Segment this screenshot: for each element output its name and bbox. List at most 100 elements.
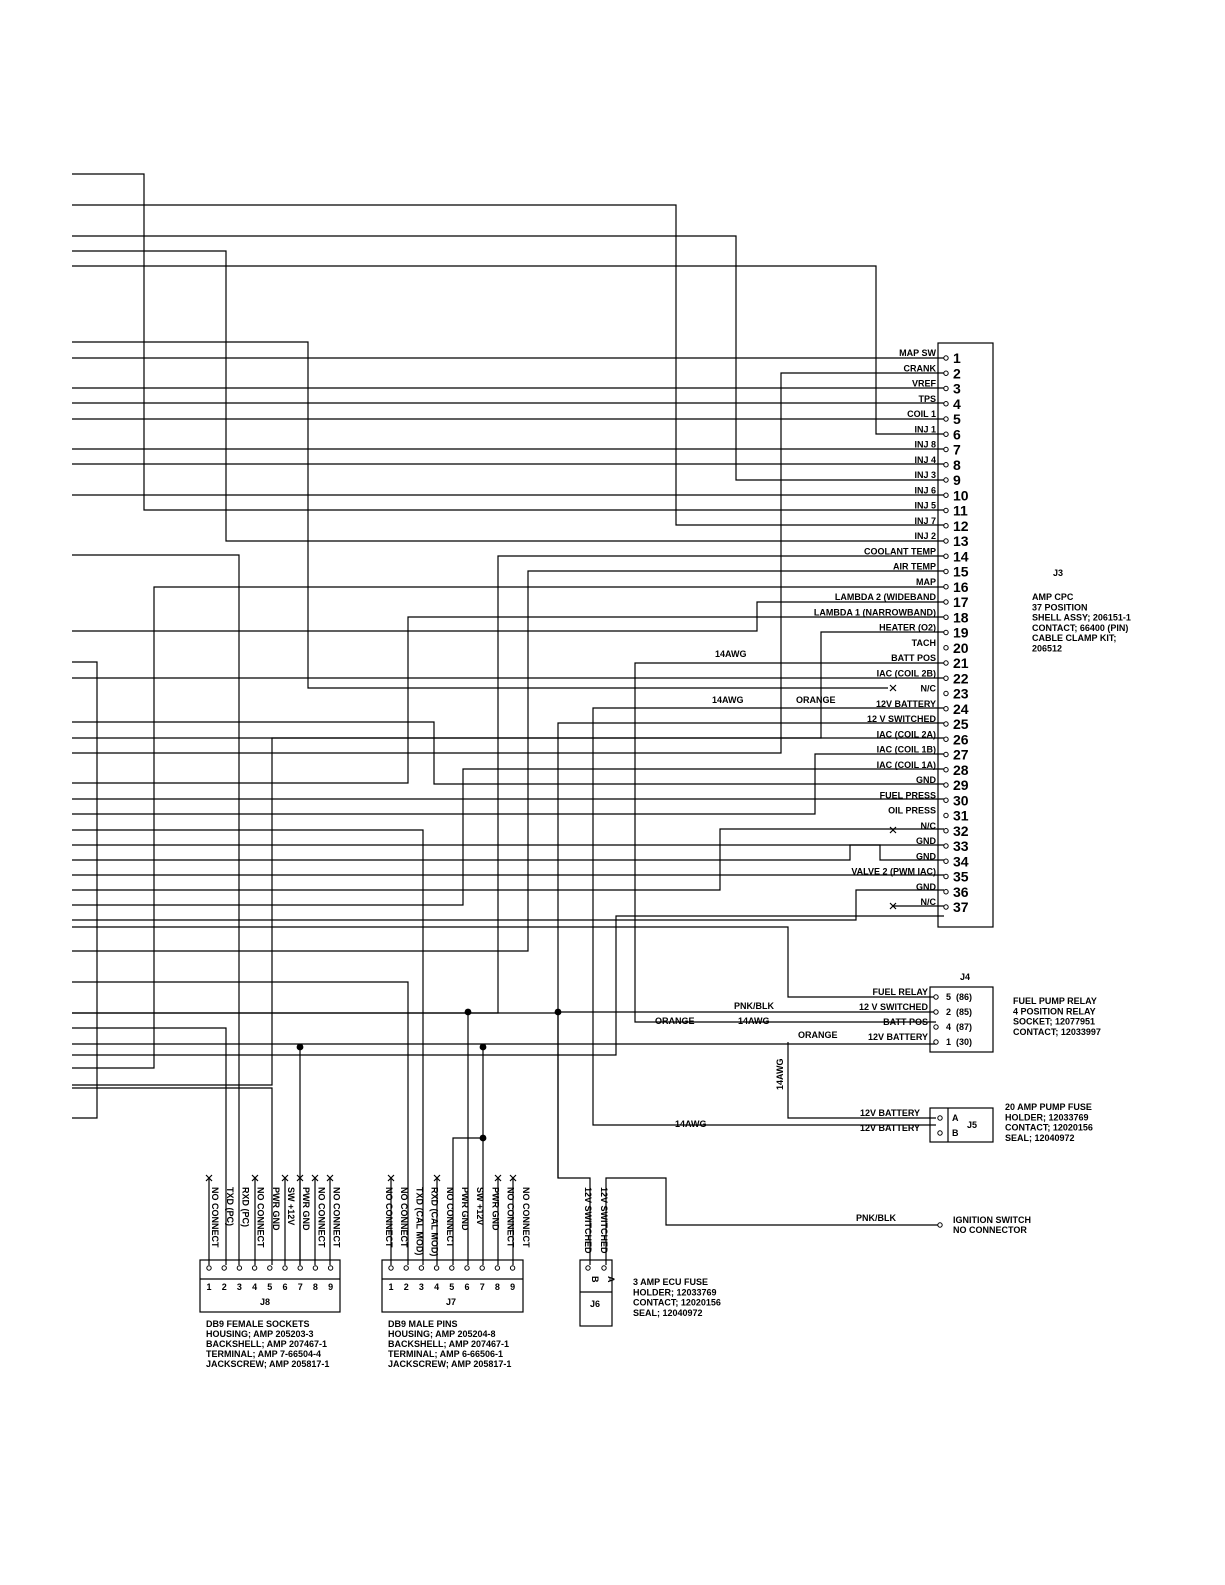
j5-body — [929, 1107, 994, 1143]
j3-pin-label: BATT POS — [891, 653, 936, 663]
wire-note-14awg-1: 14AWG — [715, 649, 747, 659]
j7-ref: J7 — [446, 1297, 456, 1307]
j5-note-line: HOLDER; 12033769 — [1005, 1112, 1089, 1122]
wire — [72, 554, 240, 1265]
j3-pin-contact — [943, 492, 949, 498]
j8-pin-label: SW +12V — [286, 1187, 296, 1225]
j7-pin-number: 1 — [388, 1282, 393, 1292]
j6-note-line: SEAL; 12040972 — [633, 1308, 703, 1318]
j7-pin-label: SW +12V — [475, 1187, 485, 1225]
j7-note-line: BACKSHELL; AMP 207467-1 — [388, 1339, 509, 1349]
j7-pin-contact — [433, 1265, 440, 1271]
j3-pin-label: INJ 1 — [914, 424, 936, 434]
j4-note-line: SOCKET; 12077951 — [1013, 1017, 1095, 1027]
j3-pin-label: INJ 6 — [914, 485, 936, 495]
j3-pin-label: COIL 1 — [907, 409, 936, 419]
wire — [72, 768, 944, 906]
j3-pin-contact — [943, 477, 949, 483]
wire — [72, 265, 944, 435]
j8-pin-number: 8 — [313, 1282, 318, 1292]
junction-dot — [479, 1043, 487, 1051]
j8-pin-number: 9 — [328, 1282, 333, 1292]
j3-pin-contact — [943, 385, 949, 392]
j7-pin-number: 5 — [449, 1282, 454, 1292]
j5-pin-number: B — [952, 1128, 959, 1138]
j3-pin-label: 12 V SWITCHED — [867, 714, 937, 724]
j7-pin-contact — [494, 1265, 501, 1271]
j8-pin-label: NO CONNECT — [316, 1187, 326, 1248]
j7-pin-contact — [464, 1265, 470, 1271]
j3-pin-contact — [943, 889, 949, 895]
j3-pin-label: HEATER (O2) — [879, 623, 936, 633]
j4-pin-label: BATT POS — [883, 1017, 928, 1027]
j3-pin-number: 27 — [953, 747, 969, 763]
j5-note-line: SEAL; 12040972 — [1005, 1133, 1075, 1143]
junction-dot — [479, 1134, 487, 1142]
j3-pin-label: OIL PRESS — [888, 806, 936, 816]
j3-pin-label: 12V BATTERY — [876, 699, 936, 709]
wire — [72, 1011, 936, 1014]
j3-pin-number: 16 — [953, 579, 969, 595]
j7-pin-contact — [418, 1265, 425, 1271]
j3-pin-label: IAC (COIL 2B) — [877, 668, 936, 678]
no-connect-mark — [251, 1174, 259, 1182]
j3-pin-number: 1 — [953, 350, 961, 366]
j3-pin-label: INJ 2 — [914, 531, 936, 541]
j3-pin-contact — [943, 568, 949, 575]
j3-note-line: CONTACT; 66400 (PIN) — [1032, 623, 1128, 633]
j3-pin-contact — [943, 355, 949, 361]
j7-pin-number: 3 — [419, 1282, 424, 1292]
j7-note-line: HOUSING; AMP 205204-8 — [388, 1329, 496, 1339]
j3-pin-contact — [943, 584, 949, 590]
j7-pin-contact — [509, 1265, 516, 1271]
j3-pin-label: N/C — [921, 821, 937, 831]
j3-pin-number: 8 — [953, 457, 961, 473]
no-connect-mark — [311, 1174, 319, 1182]
j4-ref: J4 — [960, 972, 970, 982]
j3-pin-number: 30 — [953, 792, 969, 808]
j3-pin-contact — [943, 614, 949, 620]
no-connect-mark — [509, 1174, 517, 1182]
j4-pin-number: 4 — [946, 1022, 951, 1032]
j3-pin-contact — [943, 736, 949, 742]
wire — [72, 586, 944, 1069]
j8-pin-contact — [206, 1265, 212, 1271]
j8-note-line: TERMINAL; AMP 7-66504-4 — [206, 1349, 321, 1359]
j3-pin-number: 20 — [953, 640, 969, 656]
wire — [72, 616, 944, 784]
j8-pin-label: PWR GND — [301, 1187, 311, 1231]
no-connect-mark — [326, 1174, 334, 1182]
j3-pin-number: 7 — [953, 442, 961, 458]
j3-pin-number: 23 — [953, 686, 969, 702]
wire — [72, 341, 888, 689]
j8-pin-contact — [297, 1265, 303, 1271]
j7-pin-number: 8 — [495, 1282, 500, 1292]
j3-pin-contact — [943, 843, 949, 849]
j8-pin-number: 6 — [282, 1282, 287, 1292]
j3-pin-contact — [943, 401, 949, 407]
j3-pin-contact — [943, 690, 949, 697]
wire — [634, 662, 944, 1023]
j3-note-line: AMP CPC — [1032, 592, 1074, 602]
j8-pin-label: PWR GND — [271, 1187, 281, 1231]
j8-pin-label: RXD (PC) — [240, 1187, 250, 1227]
j7-pin-label: NO CONNECT — [399, 1187, 409, 1248]
j3-pin-label: IAC (COIL 1B) — [877, 745, 936, 755]
j8-pin-number: 5 — [267, 1282, 272, 1292]
j4-body — [929, 986, 994, 1053]
j3-pin-contact — [943, 675, 949, 681]
j7-pin-label: RXD (CAL MOD) — [430, 1187, 440, 1256]
j3-pin-contact — [943, 828, 949, 834]
wire-note-pnkblk-2: PNK/BLK — [856, 1213, 896, 1223]
wire — [72, 721, 944, 785]
wire — [72, 753, 944, 815]
j3-pin-contact — [943, 523, 949, 529]
j4-pin-contact — [933, 1009, 939, 1015]
j3-pin-label: IAC (COIL 2A) — [877, 729, 936, 739]
j3-pin-label: LAMBDA 1 (NARROWBAND) — [814, 607, 936, 617]
j5-note-line: 20 AMP PUMP FUSE — [1005, 1102, 1092, 1112]
j3-pin-number: 28 — [953, 762, 969, 778]
j7-note-line: TERMINAL; AMP 6-66506-1 — [388, 1349, 503, 1359]
wire — [72, 1087, 273, 1265]
